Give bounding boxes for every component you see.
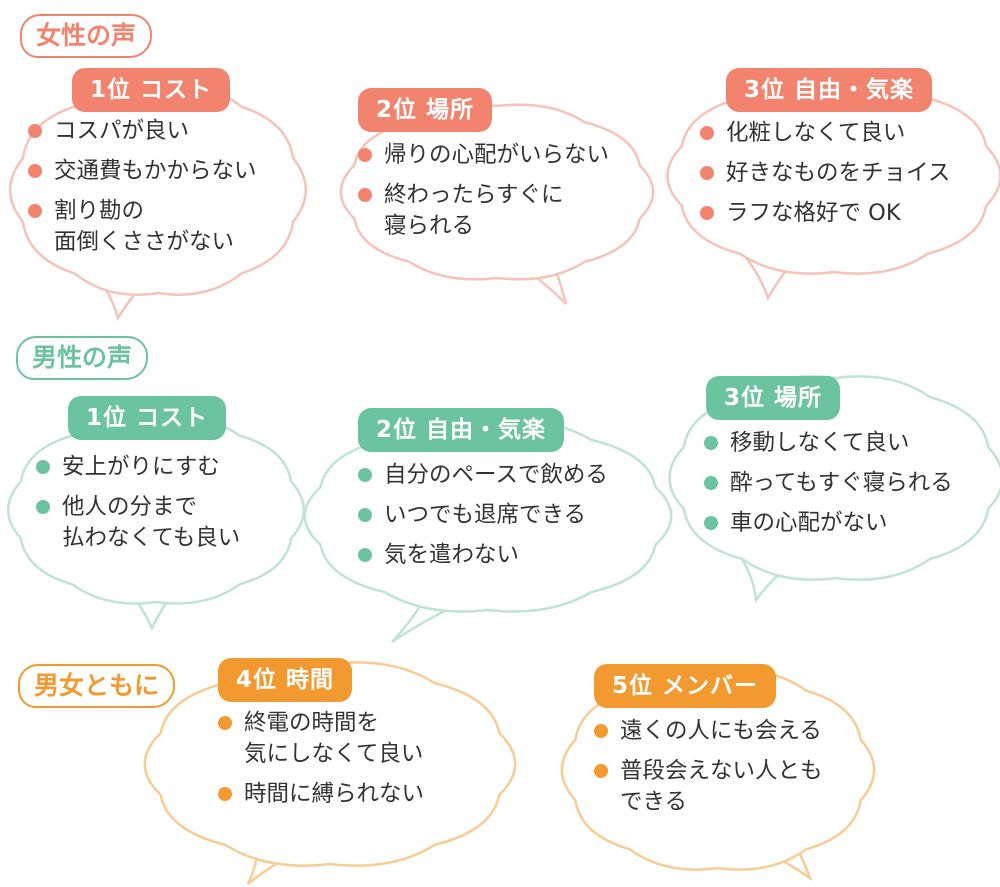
list-item: 移動しなくて良い	[704, 428, 953, 459]
section-label-both: 男女ともに	[18, 664, 176, 708]
rank-tag-female-3: 3位 自由・気楽	[726, 68, 933, 112]
item-text: 帰りの心配がいらない	[384, 142, 610, 168]
list-item: ラフな格好で OK	[700, 198, 950, 229]
rank-tag-male-2: 2位 自由・気楽	[358, 408, 565, 452]
item-text: 酔ってもすぐ寝られる	[730, 470, 953, 496]
bubble-cloud	[668, 375, 1000, 581]
item-text: 割り勘の 面倒くささがない	[54, 198, 235, 255]
bubble-cloud	[7, 415, 305, 605]
bubble-female-2	[339, 103, 655, 305]
item-text: 自分のペースで飲める	[384, 462, 608, 488]
list-item: 自分のペースで飲める	[358, 460, 608, 491]
item-text: 普段会えない人とも できる	[620, 758, 823, 815]
item-list-male-1: 安上がりにすむ 他人の分まで 払わなくても良い	[36, 452, 240, 563]
bullet-dot	[700, 126, 714, 140]
bullet-dot	[358, 548, 372, 562]
item-text: 遠くの人にも会える	[620, 718, 822, 744]
item-text: 終電の時間を 気にしなくて良い	[244, 710, 424, 767]
bullet-dot	[28, 204, 42, 218]
item-list-both-4: 終電の時間を 気にしなくて良い 時間に縛られない	[218, 708, 424, 819]
bubble-both-5	[560, 669, 876, 882]
bullet-dot	[358, 508, 372, 522]
list-item: 普段会えない人とも できる	[594, 756, 823, 818]
item-list-female-3: 化粧しなくて良い 好きなものをチョイス ラフな格好で OK	[700, 118, 950, 238]
section-label-female: 女性の声	[20, 14, 153, 58]
item-list-female-1: コスパが良い 交通費もかからない 割り勘の 面倒くささがない	[28, 116, 257, 267]
bullet-dot	[28, 164, 42, 178]
bullet-dot	[218, 716, 232, 730]
bubble-female-3	[666, 77, 1000, 302]
bubble-male-3	[668, 375, 1000, 604]
bullet-dot	[218, 787, 232, 801]
bubble-both-4	[143, 661, 517, 885]
item-text: 他人の分まで 払わなくても良い	[62, 494, 241, 551]
rank-tag-female-1: 1位 コスト	[72, 68, 231, 112]
bullet-dot	[594, 764, 608, 778]
list-item: 交通費もかからない	[28, 156, 257, 187]
item-text: 気を遣わない	[384, 542, 520, 568]
bubble-cloud	[143, 661, 517, 867]
item-text: ラフな格好で OK	[726, 200, 901, 226]
bubble-cloud	[339, 103, 655, 281]
item-list-both-5: 遠くの人にも会える 普段会えない人とも できる	[594, 716, 823, 827]
bullet-dot	[36, 500, 50, 514]
list-item: 車の心配がない	[704, 508, 953, 539]
item-text: 安上がりにすむ	[62, 454, 220, 480]
list-item: 遠くの人にも会える	[594, 716, 823, 747]
list-item: 酔ってもすぐ寝られる	[704, 468, 953, 499]
bubble-male-1	[7, 415, 305, 631]
list-item: 他人の分まで 払わなくても良い	[36, 492, 240, 554]
rank-tag-male-1: 1位 コスト	[68, 396, 227, 440]
bullet-dot	[704, 476, 718, 490]
list-item: コスパが良い	[28, 116, 257, 147]
item-text: 化粧しなくて良い	[726, 120, 906, 146]
rank-tag-male-3: 3位 場所	[706, 376, 841, 420]
item-text: 好きなものをチョイス	[726, 160, 951, 186]
bullet-dot	[358, 468, 372, 482]
item-text: 車の心配がない	[730, 510, 888, 536]
item-text: 終わったらすぐに 寝られる	[384, 182, 564, 239]
item-list-male-3: 移動しなくて良い 酔ってもすぐ寝られる 車の心配がない	[704, 428, 953, 548]
item-text: 交通費もかからない	[54, 158, 257, 184]
list-item: 安上がりにすむ	[36, 452, 240, 483]
list-item: 好きなものをチョイス	[700, 158, 950, 189]
list-item: 終わったらすぐに 寝られる	[358, 180, 609, 242]
list-item: 終電の時間を 気にしなくて良い	[218, 708, 424, 770]
bullet-dot	[358, 188, 372, 202]
bullet-dot	[594, 724, 608, 738]
section-label-male: 男性の声	[16, 336, 149, 380]
list-item: 時間に縛られない	[218, 779, 424, 810]
item-list-female-2: 帰りの心配がいらない 終わったらすぐに 寝られる	[358, 140, 609, 251]
bullet-dot	[700, 206, 714, 220]
rank-tag-both-4: 4位 時間	[218, 658, 353, 702]
rank-tag-female-2: 2位 場所	[358, 88, 493, 132]
bullet-dot	[700, 166, 714, 180]
item-text: 移動しなくて良い	[730, 430, 910, 456]
list-item: 化粧しなくて良い	[700, 118, 950, 149]
list-item: 割り勘の 面倒くささがない	[28, 196, 257, 258]
bubble-cloud	[666, 77, 1000, 275]
bubble-cloud	[303, 419, 673, 613]
item-text: コスパが良い	[54, 118, 190, 144]
list-item: 帰りの心配がいらない	[358, 140, 609, 171]
item-list-male-2: 自分のペースで飲める いつでも退席できる 気を遣わない	[358, 460, 608, 580]
list-item: 気を遣わない	[358, 540, 608, 571]
list-item: いつでも退席できる	[358, 500, 608, 531]
bullet-dot	[36, 460, 50, 474]
bubble-male-2	[303, 419, 673, 644]
item-text: いつでも退席できる	[384, 502, 587, 528]
bullet-dot	[704, 436, 718, 450]
item-text: 時間に縛られない	[244, 781, 425, 807]
rank-tag-both-5: 5位 メンバー	[594, 664, 777, 708]
bubble-cloud	[560, 669, 876, 871]
bullet-dot	[704, 516, 718, 530]
bullet-dot	[358, 148, 372, 162]
bullet-dot	[28, 124, 42, 138]
